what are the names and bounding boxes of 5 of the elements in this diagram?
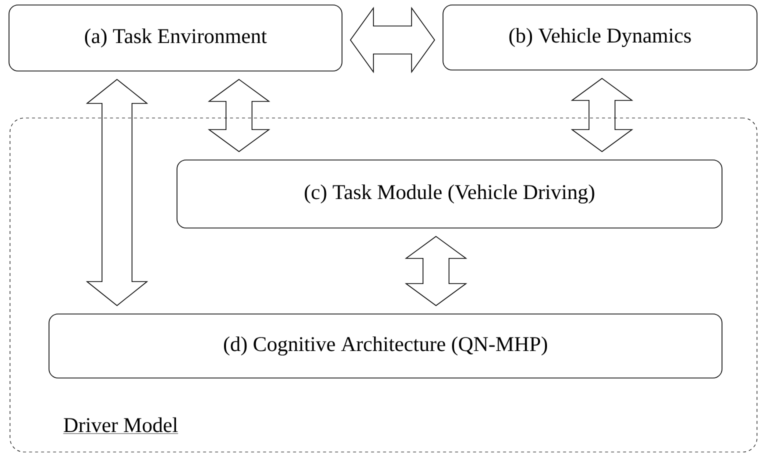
- group-label: Driver Model: [63, 417, 178, 434]
- process-box: (a) Task Environment: [8, 4, 342, 72]
- process-box: (b) Vehicle Dynamics: [442, 4, 758, 70]
- process-box: (c) Task Module (Vehicle Driving): [176, 160, 722, 228]
- process-box: (d) Cognitive Architecture (QN-MHP): [48, 314, 722, 378]
